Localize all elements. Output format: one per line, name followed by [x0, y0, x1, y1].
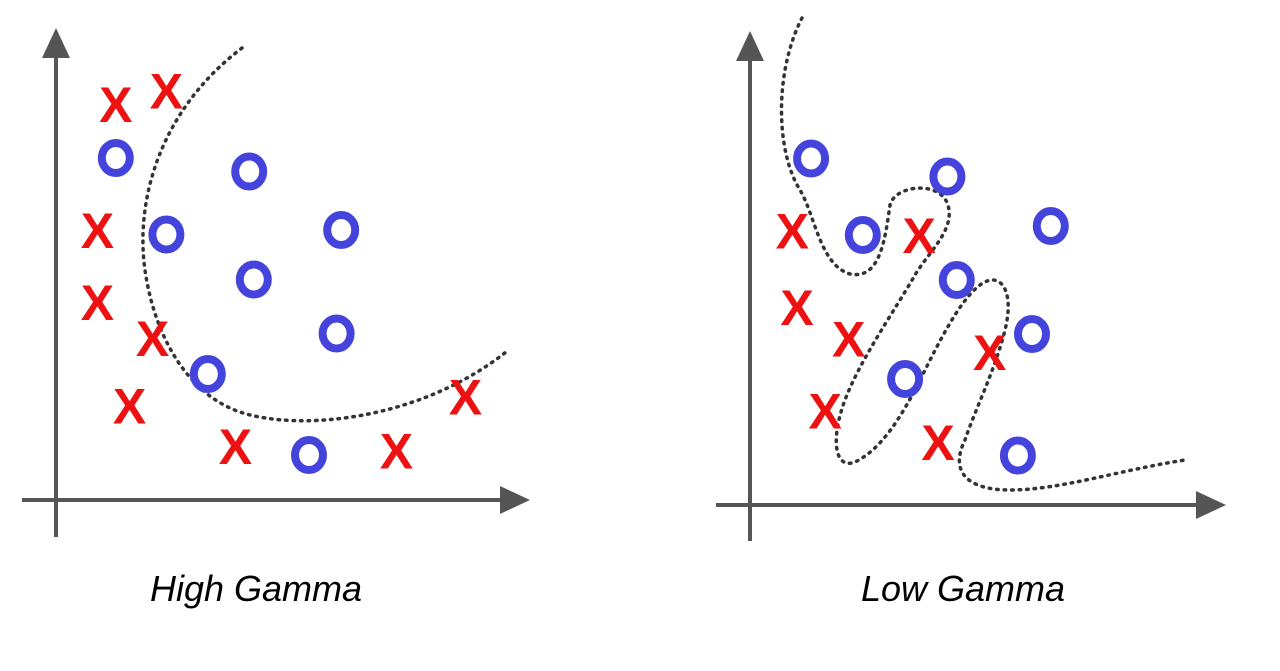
point-x-13: X: [921, 415, 954, 471]
y-axis: [736, 31, 764, 541]
point-o-6: [148, 215, 185, 254]
point-x-12: X: [113, 379, 146, 435]
point-x-5: X: [81, 203, 114, 259]
point-o-10: [318, 314, 355, 353]
x-axis: [716, 491, 1226, 519]
point-x-15: X: [380, 424, 413, 480]
point-x-7: X: [780, 280, 813, 336]
x-axis: [22, 486, 530, 514]
point-o-14: [999, 436, 1036, 475]
point-o-3: [844, 216, 881, 254]
point-o-7: [235, 260, 272, 299]
decision-boundary-outer: [779, 16, 1187, 492]
point-x-16: X: [449, 370, 482, 426]
point-o-0: [793, 139, 830, 178]
point-o-3: [231, 152, 268, 191]
point-x-8: X: [832, 312, 865, 368]
point-x-1: X: [150, 64, 183, 120]
point-x-2: X: [776, 204, 809, 260]
point-x-10: X: [973, 325, 1006, 381]
y-axis: [42, 28, 70, 537]
point-o-5: [1032, 207, 1069, 245]
point-o-4: [323, 211, 360, 249]
point-o-1: [929, 157, 966, 196]
point-o-9: [1014, 315, 1050, 353]
panel-caption: Low Gamma: [861, 568, 1065, 609]
point-o-11: [189, 355, 226, 393]
point-o-14: [291, 436, 327, 474]
point-x-8: X: [81, 275, 114, 331]
point-x-9: X: [136, 311, 169, 367]
point-x-13: X: [219, 419, 252, 475]
panel-caption: High Gamma: [150, 568, 362, 609]
point-o-6: [938, 261, 975, 299]
point-o-2: [97, 139, 134, 177]
point-o-11: [887, 360, 924, 398]
point-x-0: X: [99, 77, 132, 133]
decision-boundary: [141, 46, 508, 423]
point-x-12: X: [809, 384, 842, 440]
point-x-4: X: [903, 208, 936, 264]
